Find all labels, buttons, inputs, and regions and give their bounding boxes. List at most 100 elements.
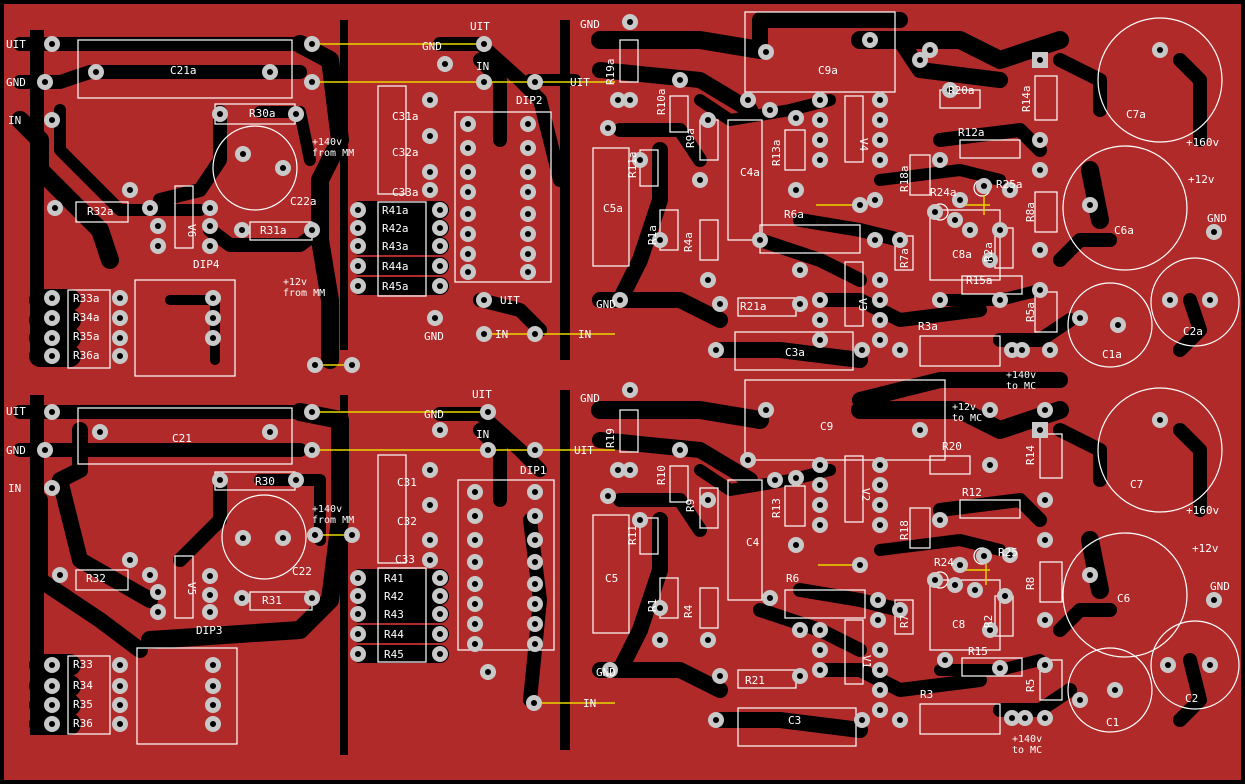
pads: [37, 14, 1222, 732]
label-right_bot-r3: R3: [920, 688, 933, 701]
label-right_top-r10: R10a: [655, 89, 668, 116]
label-right_bot-r24: R24: [934, 556, 954, 569]
label-mid_top-c32: C32a: [392, 146, 419, 159]
label-mid_top-r45: R45a: [382, 280, 409, 293]
label-right_top-r3: R3a: [918, 320, 938, 333]
label-mid_bot-c32: C32: [397, 515, 417, 528]
label-right_bot-r20: R20: [942, 440, 962, 453]
label-mid_top-r42: R42a: [382, 222, 409, 235]
label-right_top-gnd2: GND: [596, 298, 616, 311]
label-right_top-r7: R7a: [898, 248, 911, 268]
label-mid_bot-in3: IN: [583, 697, 596, 710]
label-left_top-c21: C21a: [170, 64, 197, 77]
label-left_bot-r33: R33: [73, 658, 93, 671]
silkscreen: [67, 11, 1240, 747]
label-right_top-r14: R14a: [1020, 86, 1033, 113]
airwires: [312, 43, 990, 704]
label-left_bot-r32: R32: [86, 572, 106, 585]
label-right_top-r8: R8a: [1024, 202, 1037, 222]
label-right_top-r2: R2a: [982, 242, 995, 262]
label-right_top-r18: R18a: [898, 166, 911, 193]
label-right_bot-gnd2: GND: [596, 666, 616, 679]
label-right_top-c7: C7a: [1126, 108, 1146, 121]
label-right_top-r1: R1a: [646, 225, 659, 245]
label-mid_top-in: IN: [476, 60, 489, 73]
label-left_bot-r36: R36: [73, 717, 93, 730]
label-left_top-uit: UIT: [6, 38, 26, 51]
label-mid_top-uit2: UIT: [570, 76, 590, 89]
label-right_top-r6: R6a: [784, 208, 804, 221]
label-right_bot-c9: C9: [820, 420, 833, 433]
label-right_bot-r15: R15: [968, 645, 988, 658]
label-right_top-r12: R12a: [958, 126, 985, 139]
label-right_bot-r1: R1: [646, 599, 659, 612]
label-mid_top-r41: R41a: [382, 204, 409, 217]
label-right_bot-gnd3: GND: [1210, 580, 1230, 593]
label-right_bot-c2: C2: [1185, 692, 1198, 705]
label-right_bot-r18: R18: [898, 520, 911, 540]
label-left_top-r33: R33a: [73, 292, 100, 305]
label-right_top-r24: R24a: [930, 186, 957, 199]
label-mid_top-c33: C33a: [392, 186, 419, 199]
label-right_top-c6: C6a: [1114, 224, 1134, 237]
label-right_bot-r10: R10: [655, 465, 668, 485]
label-right_top-r4: R4a: [682, 232, 695, 252]
label-right_top-r15: R15a: [966, 274, 993, 287]
label-right_top-c3: C3a: [785, 346, 805, 359]
label-right_bot-v2: V2: [859, 488, 872, 501]
label-right_bot-r4: R4: [682, 604, 695, 618]
label-left_top-r34: R34a: [73, 311, 100, 324]
label-mid_bot-c31: C31: [397, 476, 417, 489]
label-right_bot-r13: R13: [770, 498, 783, 518]
label-right_top-p12: +12v: [1188, 173, 1215, 186]
label-left_top-r32: R32a: [87, 205, 114, 218]
label-mid_bot-r41: R41: [384, 572, 404, 585]
label-right_bot-c6: C6: [1117, 592, 1130, 605]
label-left_bot-r30: R30: [255, 475, 275, 488]
label-left_bot-dip: DIP3: [196, 624, 223, 637]
label-mid_bot-dip: DIP1: [520, 464, 547, 477]
label-right_top-r21: R21a: [740, 300, 767, 313]
label-left_bot-v5: V5: [185, 582, 198, 595]
label-right_bot-r12: R12: [962, 486, 982, 499]
label-right_top-c4: C4a: [740, 166, 760, 179]
label-mid_bot-r43: R43: [384, 608, 404, 621]
label-right_bot-r19: R19: [604, 428, 617, 448]
label-right_top-r11: R11a: [626, 152, 639, 179]
label-right_top-r9: R9a: [684, 128, 697, 148]
label-right_bot-c3: C3: [788, 714, 801, 727]
label-left_top-dip: DIP4: [193, 258, 220, 271]
label-right_top-r20: R20a: [948, 84, 975, 97]
label-left_top-r30: R30a: [249, 107, 276, 120]
label-mid_top-dip: DIP2: [516, 94, 543, 107]
label-left_bot-c21: C21: [172, 432, 192, 445]
label-right_top-c1: C1a: [1102, 348, 1122, 361]
label-left_bot-r31: R31: [262, 594, 282, 607]
label-mid_bot-uit2: UIT: [574, 444, 594, 457]
label-left_bot-uit: UIT: [6, 405, 26, 418]
label-right_top-c2: C2a: [1183, 325, 1203, 338]
label-mid_top-gnd2: GND: [424, 330, 444, 343]
label-mid_bot-in: IN: [476, 428, 489, 441]
label-right_bot-c4: C4: [746, 536, 760, 549]
label-right_bot-c7: C7: [1130, 478, 1143, 491]
label-mid_top-in3: IN: [578, 328, 591, 341]
label-mid_top-in2: IN: [495, 328, 508, 341]
label-right_bot-r6: R6: [786, 572, 799, 585]
label-left_bot-in: IN: [8, 482, 21, 495]
label-right_bot-c1: C1: [1106, 716, 1119, 729]
label-mid_bot-r45: R45: [384, 648, 404, 661]
label-left_top-r35: R35a: [73, 330, 100, 343]
label-right_bot-gnd: GND: [580, 392, 600, 405]
label-right_bot-c5: C5: [605, 572, 618, 585]
label-right_bot-r25: R25: [998, 546, 1018, 559]
label-mid_bot-gnd: GND: [424, 408, 444, 421]
label-left_top-r36: R36a: [73, 349, 100, 362]
label-right_top-c9: C9a: [818, 64, 838, 77]
label-right_bot-r2: R2: [982, 615, 995, 628]
